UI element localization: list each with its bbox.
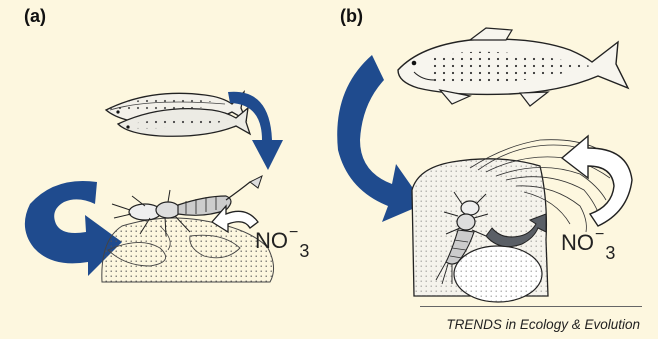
nitrate-label-a-base: NO [255,228,288,253]
stone-illustration-a [102,218,274,282]
nitrate-label-b-subscript: 3 [605,243,615,263]
predation-arrow-a [228,92,283,170]
credit-divider [420,306,642,307]
nitrate-label-b: NO−3 [561,230,615,256]
nitrate-label-a-subscript: 3 [299,241,309,261]
journal-credit: TRENDS in Ecology & Evolution [446,317,640,332]
nitrate-arrow-b [562,136,632,226]
large-trout-illustration [398,28,628,106]
nitrate-label-b-charge: − [595,226,604,243]
small-trout-pair-illustration [106,92,250,136]
nitrate-label-a-charge: − [289,224,298,241]
panel-b-label: (b) [340,6,363,27]
nitrate-label-a: NO−3 [255,228,309,254]
panel-a-label: (a) [24,6,46,27]
nitrate-label-b-base: NO [561,230,594,255]
